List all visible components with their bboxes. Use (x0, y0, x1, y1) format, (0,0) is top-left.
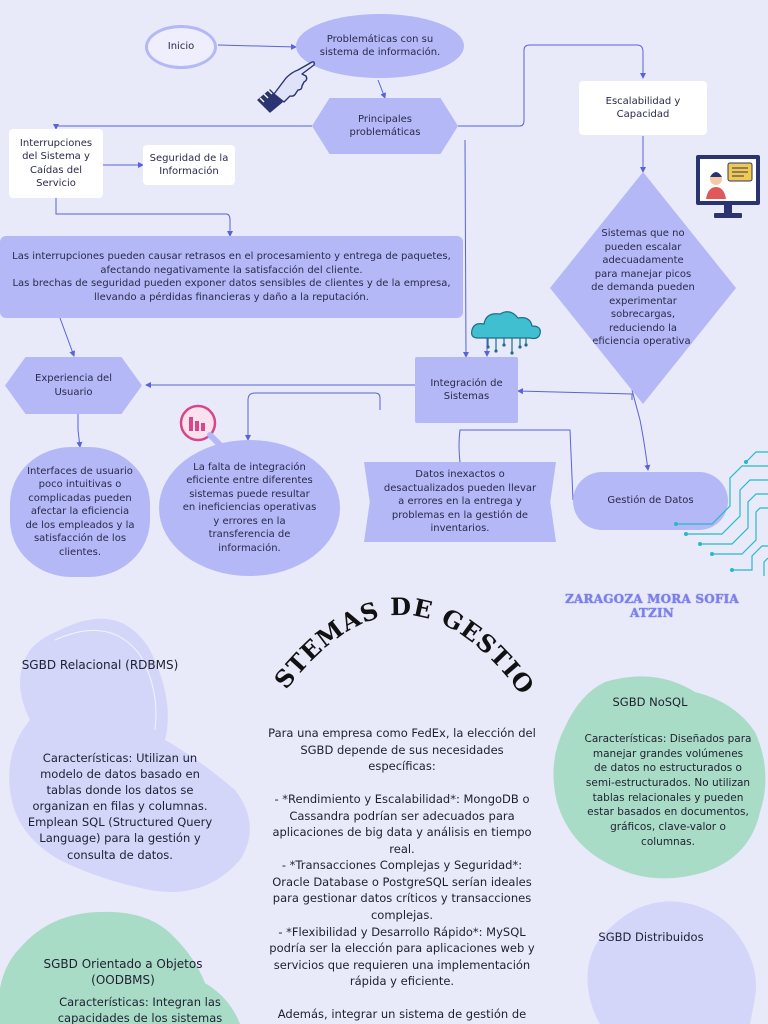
node-efectos: Las interrupciones pueden causar retraso… (0, 236, 463, 318)
node-integracion-label: Integración de Sistemas (430, 377, 503, 403)
node-inicio: Inicio (145, 25, 217, 69)
node-principales-label: Principales problemáticas (349, 113, 421, 139)
node-principales: Principales problemáticas (312, 98, 458, 154)
node-problematicas-label: Problemáticas con su sistema de informac… (319, 33, 441, 59)
node-experiencia: Experiencia del Usuario (5, 357, 142, 414)
node-interfaces-label: Interfaces de usuario poco intuitivas o … (25, 465, 135, 558)
cloud-network-icon (471, 311, 541, 355)
blob-lilac-left (9, 618, 250, 892)
blob-mint-right (553, 676, 766, 879)
node-sistemas-escalar-label: Sistemas que no pueden escalar adecuadam… (591, 228, 695, 348)
node-seguridad-label: Seguridad de la Información (149, 152, 229, 178)
circuit-decoration-icon (674, 451, 768, 576)
center-text: Para una empresa como FedEx, la elección… (268, 726, 536, 1022)
blob-lilac-right (587, 901, 756, 1024)
support-agent-monitor-icon (696, 155, 760, 218)
node-falta-integracion-label: La falta de integración eficiente entre … (182, 461, 317, 554)
svg-text:SISTEMAS DE GESTION: SISTEMAS DE GESTION (266, 570, 538, 700)
oodbms-title: SGBD Orientado a Objetos (OODBMS) (43, 957, 203, 988)
node-interrupciones: Interrupciones del Sistema y Caídas del … (9, 129, 103, 198)
node-integracion: Integración de Sistemas (415, 357, 518, 423)
nosql-title: SGBD NoSQL (612, 695, 688, 709)
node-interrupciones-label: Interrupciones del Sistema y Caídas del … (19, 137, 93, 190)
node-interfaces: Interfaces de usuario poco intuitivas o … (10, 447, 150, 577)
rdbms-text: Características: Utilizan un modelo de d… (27, 751, 213, 862)
node-inicio-label: Inicio (167, 41, 195, 53)
nosql-text: Características: Diseñados para manejar … (584, 733, 752, 848)
node-problematicas: Problemáticas con su sistema de informac… (296, 14, 464, 78)
main-title: SISTEMAS DE GESTION (266, 570, 538, 700)
blob-mint-left (0, 911, 240, 1024)
distribuidos-title: SGBD Distribuidos (598, 930, 704, 944)
node-seguridad: Seguridad de la Información (143, 145, 235, 185)
rdbms-title: SGBD Relacional (RDBMS) (21, 658, 179, 672)
main-title-arc: SISTEMAS DE GESTION (266, 570, 538, 700)
node-gestion-datos: Gestión de Datos (573, 472, 728, 530)
node-escalabilidad-label: Escalabilidad y Capacidad (605, 95, 681, 121)
author-name: ZARAGOZA MORA SOFIA ATZIN (565, 592, 739, 620)
node-gestion-datos-label: Gestión de Datos (607, 495, 694, 507)
node-experiencia-label: Experiencia del Usuario (35, 373, 112, 398)
oodbms-text: Características: Integran las capacidade… (57, 995, 223, 1024)
pointing-hand-icon (257, 61, 315, 113)
node-escalabilidad: Escalabilidad y Capacidad (579, 81, 707, 135)
node-efectos-label: Las interrupciones pueden causar retraso… (12, 251, 451, 303)
node-datos-inexactos: Datos inexactos o desactualizados pueden… (364, 462, 556, 542)
node-datos-inexactos-label: Datos inexactos o desactualizados pueden… (383, 469, 537, 535)
node-falta-integracion: La falta de integración eficiente entre … (159, 440, 340, 576)
